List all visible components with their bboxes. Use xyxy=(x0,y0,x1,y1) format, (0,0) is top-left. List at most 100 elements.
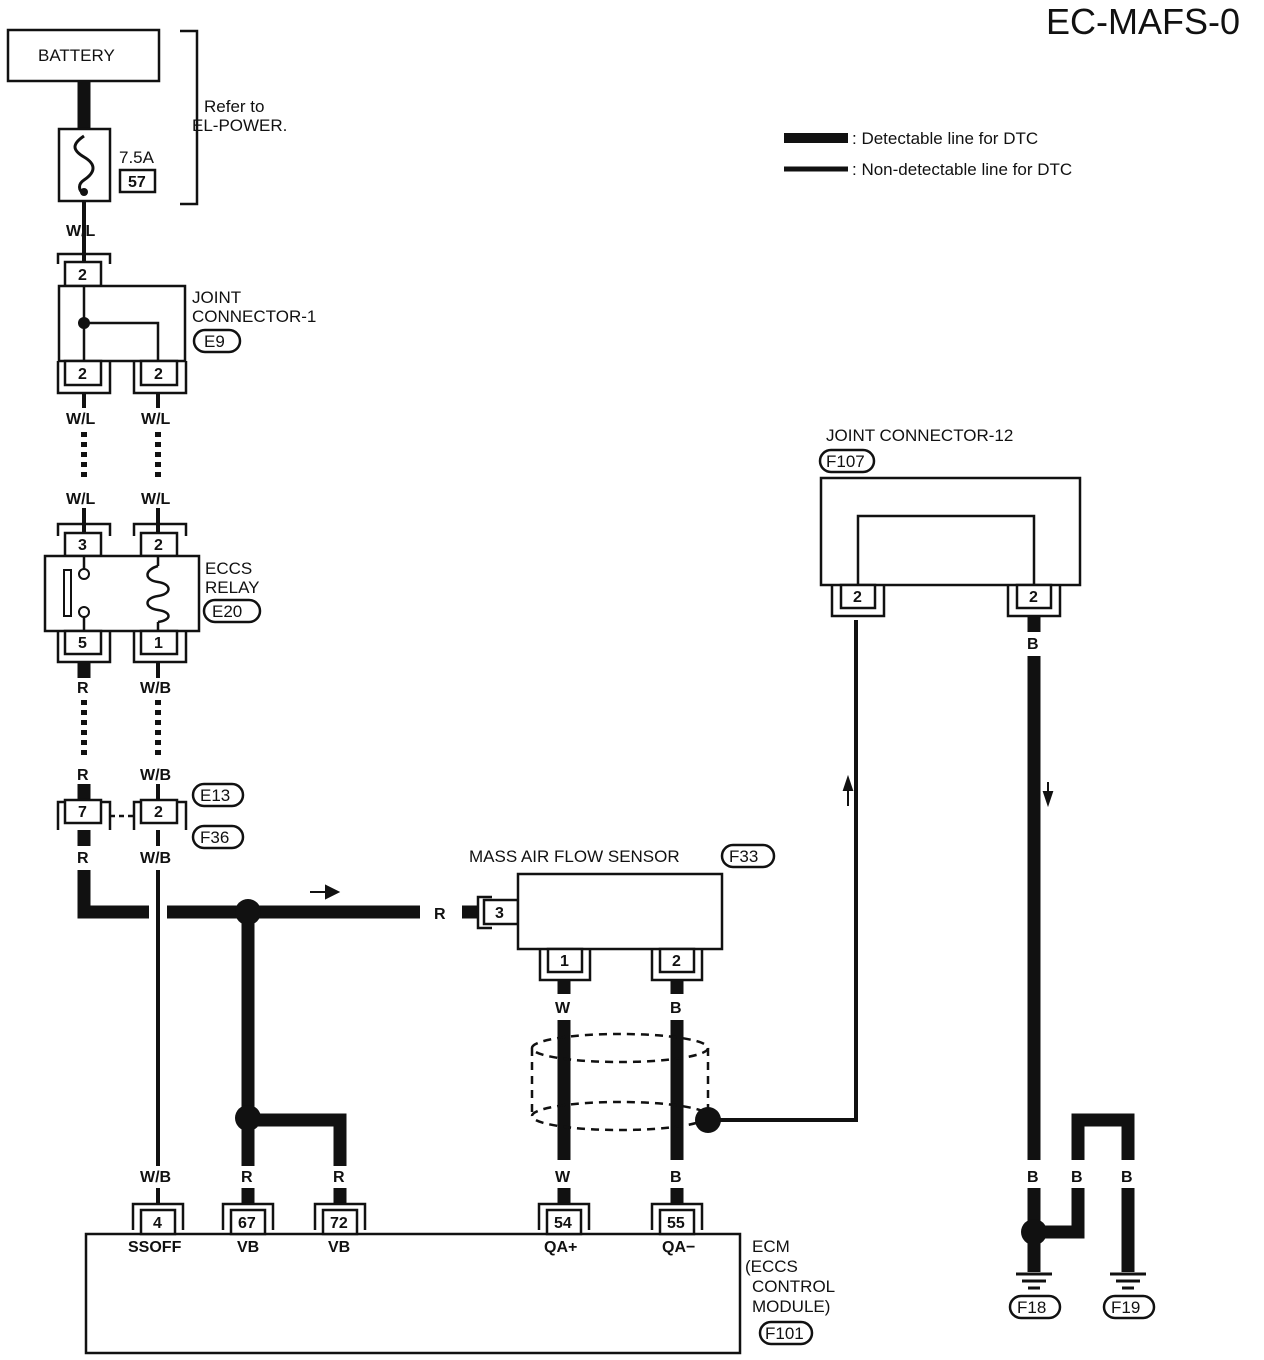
jc12-r-pin-box xyxy=(1015,583,1053,610)
jc1-id: E9 xyxy=(204,332,225,351)
e13-id-box xyxy=(191,782,245,808)
ecm-t67-name: VB xyxy=(237,1239,259,1256)
refer-line2: EL-POWER. xyxy=(192,116,287,135)
arrow-right-icon xyxy=(310,884,341,900)
relay-1-pin: 1 xyxy=(154,635,163,652)
ecm-t4-bracket xyxy=(131,1202,185,1230)
maf-pin2-box xyxy=(658,947,696,974)
relay-3-pin: 3 xyxy=(78,537,87,554)
joint-connector-12-box xyxy=(819,476,1082,587)
battery-label: BATTERY xyxy=(38,46,115,65)
ecm-label-1: ECM xyxy=(752,1237,790,1256)
wire-to-vb72 xyxy=(248,1113,347,1166)
jc12-r-pin: 2 xyxy=(1029,589,1038,606)
relay-2-bracket xyxy=(132,522,188,536)
e13-id: E13 xyxy=(200,786,230,805)
page-code: EC-MAFS-0 xyxy=(1046,1,1240,42)
relay-3-bracket xyxy=(56,522,112,536)
jc1-label-2: CONNECTOR-1 xyxy=(192,307,316,326)
wire-label-w-1: W xyxy=(555,1000,571,1017)
jc1-label-1: JOINT xyxy=(192,288,241,307)
ecm-id-box xyxy=(758,1320,814,1346)
relay-id: E20 xyxy=(212,602,242,621)
ecm-t72-box xyxy=(321,1208,359,1236)
wire-ground-branch-top xyxy=(1071,1113,1135,1160)
wire-r-main xyxy=(77,870,420,919)
wire-label-b-1: B xyxy=(670,1000,682,1017)
ground-icon-f19 xyxy=(1110,1272,1146,1290)
relay-contact-bar xyxy=(63,569,72,617)
maf-id: F33 xyxy=(729,847,758,866)
ground-f18-box xyxy=(1008,1294,1062,1320)
wire-label-wl-2: W/L xyxy=(66,411,96,428)
mass-air-flow-sensor-box xyxy=(516,872,724,951)
jc12-l-pin: 2 xyxy=(853,589,862,606)
ecm-t4-pin: 4 xyxy=(153,1215,162,1232)
fuse-number-box xyxy=(118,168,157,194)
ecm-t54-pin: 54 xyxy=(554,1215,572,1232)
ground-f19-id: F19 xyxy=(1111,1298,1140,1317)
ecm-t72-bracket xyxy=(313,1202,367,1230)
wire-label-r-6: R xyxy=(333,1169,345,1186)
ecm-t55-box xyxy=(658,1208,696,1236)
ecm-t67-pin: 67 xyxy=(238,1215,256,1232)
wire-label-wb-1: W/B xyxy=(140,680,171,697)
wire-label-w-2: W xyxy=(555,1169,571,1186)
maf-pin3-bracket xyxy=(476,895,492,930)
ecm-t4-name: SSOFF xyxy=(128,1239,182,1256)
jc1-bl-pin-box xyxy=(63,359,103,387)
wire-label-r-4: R xyxy=(434,906,446,923)
jc12-internal xyxy=(856,514,1036,585)
wire-label-wl-1: W/L xyxy=(66,223,96,240)
f36-id: F36 xyxy=(200,828,229,847)
ecm-t72-pin: 72 xyxy=(330,1215,348,1232)
fuse-rating: 7.5A xyxy=(119,148,155,167)
jc1-bl-pin: 2 xyxy=(78,366,87,383)
relay-contact-bottom-dot xyxy=(78,606,90,618)
e13-pin-2-box xyxy=(139,798,179,825)
jc1-id-box xyxy=(192,328,242,354)
wire-shield-to-jc12 xyxy=(720,620,858,1122)
maf-pin1-box xyxy=(546,947,584,974)
relay-5-pin-box xyxy=(63,629,103,656)
ecm-t54-bracket xyxy=(537,1202,591,1230)
fuse-dot xyxy=(80,188,88,196)
relay-id-box xyxy=(202,598,262,624)
jc1-br-pin: 2 xyxy=(154,366,163,383)
ecm-id: F101 xyxy=(765,1324,804,1343)
relay-1-pin-box xyxy=(139,629,179,656)
ecm-t67-bracket xyxy=(221,1202,275,1230)
relay-coil-icon xyxy=(146,564,170,624)
ecm-t55-name: QA− xyxy=(662,1239,695,1256)
ecm-label-4: MODULE) xyxy=(752,1297,830,1316)
wire-label-b-2: B xyxy=(670,1169,682,1186)
jc12-label: JOINT CONNECTOR-12 xyxy=(826,426,1013,445)
e13-pin-2: 2 xyxy=(154,804,163,821)
jc1-top-bracket xyxy=(56,252,112,264)
shield-drain-dot xyxy=(695,1107,721,1133)
wire-label-wl-4: W/L xyxy=(141,411,171,428)
arrow-up-icon xyxy=(842,774,854,806)
wire-label-wb-4: W/B xyxy=(140,1169,171,1186)
wire-label-b-6: B xyxy=(1121,1169,1133,1186)
ecm-t4-box xyxy=(139,1208,177,1236)
jc12-l-bracket xyxy=(830,585,886,618)
ecm-label-3: CONTROL xyxy=(752,1277,835,1296)
jc1-br-pin-box xyxy=(139,359,179,387)
jc12-id: F107 xyxy=(826,452,865,471)
jc1-junction-dot xyxy=(78,317,90,329)
relay-label-1: ECCS xyxy=(205,559,252,578)
wire-label-b-5: B xyxy=(1071,1169,1083,1186)
refer-bracket xyxy=(180,29,199,206)
relay-contact-top-dot xyxy=(78,568,90,580)
ground-f19-box xyxy=(1102,1294,1156,1320)
wire-label-r-5: R xyxy=(241,1169,253,1186)
ground-icon-f18 xyxy=(1016,1272,1052,1290)
maf-pin1: 1 xyxy=(560,953,569,970)
ecm-label-2: (ECCS xyxy=(745,1257,798,1276)
wire-label-b-4: B xyxy=(1027,1169,1039,1186)
ecm-t72-name: VB xyxy=(328,1239,350,1256)
wire-label-r-1: R xyxy=(77,680,89,697)
jc1-internal-branch xyxy=(84,321,160,361)
